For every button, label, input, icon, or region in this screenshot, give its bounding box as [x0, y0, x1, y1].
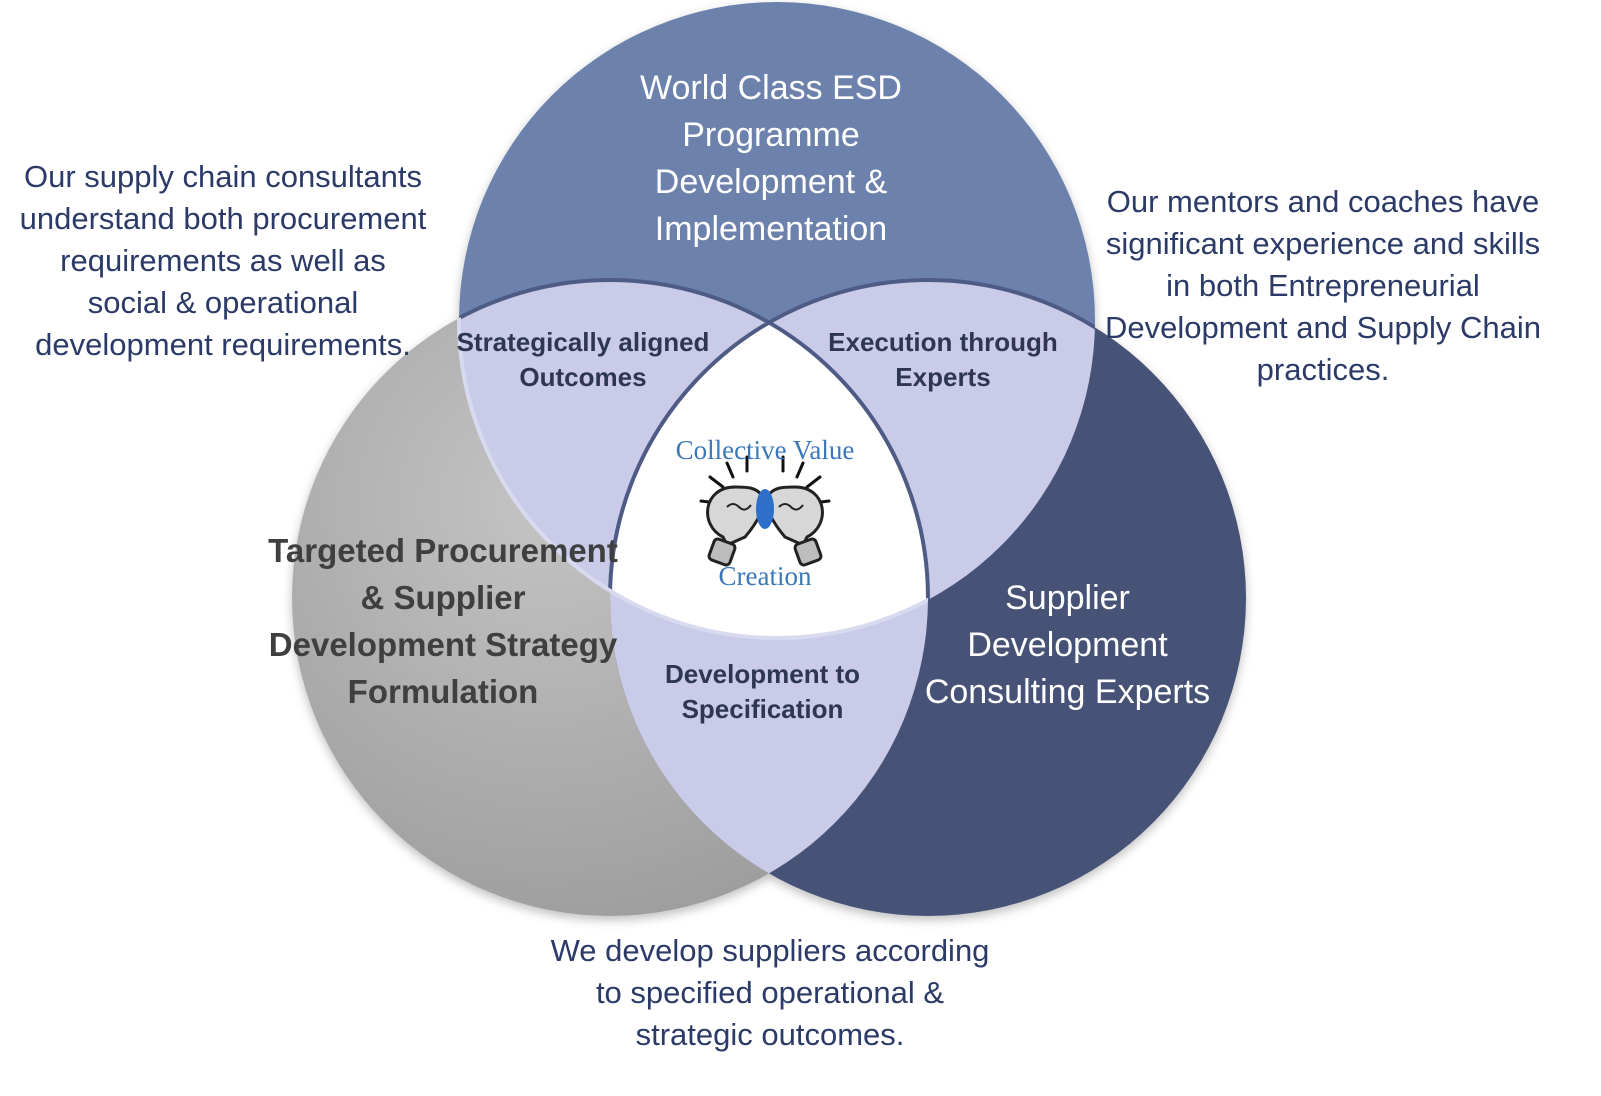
overlap-top-right-label: Execution through Experts — [828, 327, 1058, 392]
center-label-line2: Creation — [718, 561, 812, 591]
center-region — [610, 280, 928, 638]
overlap-top-left-label: Strategically aligned Outcomes — [456, 327, 710, 392]
twin-lightbulbs-icon — [699, 455, 831, 567]
circle-left-label: Targeted Procurement & Supplier Developm… — [268, 532, 618, 710]
side-note-right: Our mentors and coaches have significant… — [1105, 184, 1541, 387]
circle-top-label: World Class ESD Programme Development & … — [640, 69, 902, 248]
side-note-left: Our supply chain consultants understand … — [19, 159, 427, 362]
side-note-bottom: We develop suppliers according to specif… — [550, 933, 990, 1052]
arc-top-outline — [457, 280, 928, 640]
center-label-line1: Collective Value — [675, 435, 855, 465]
circle-right-label: Supplier Development Consulting Experts — [924, 579, 1211, 711]
overlap-bottom-label: Development to Specification — [664, 659, 861, 724]
